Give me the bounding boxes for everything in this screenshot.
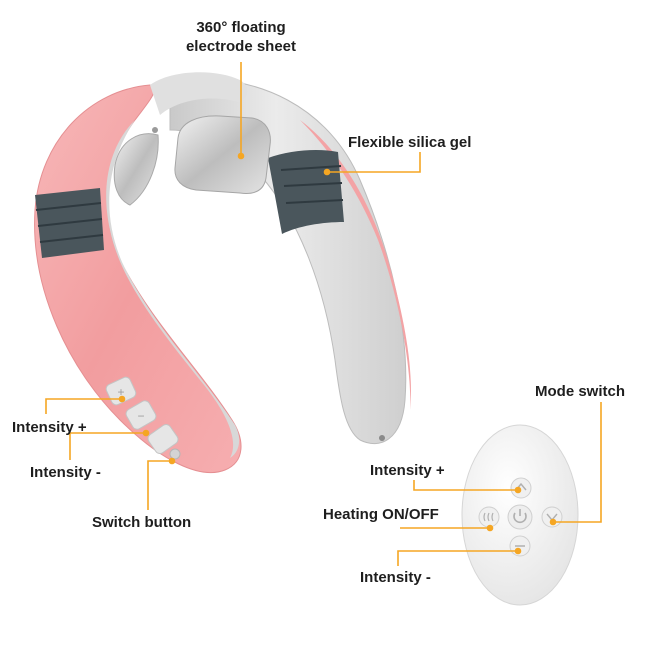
arm-hole [379,435,385,441]
heat-waves-icon [483,512,494,522]
electrode-label-line2: electrode sheet [185,38,297,55]
remote-heating-label: Heating ON/OFF [323,506,439,523]
device-switch-label: Switch button [92,514,192,531]
mode-switch-label: Mode switch [535,383,626,400]
silica-gel-label: Flexible silica gel [348,134,472,151]
device-power-icon [169,448,181,460]
remote-intensity-plus-label: Intensity + [370,462,445,479]
remote-control [461,424,579,606]
device-minus-icon: − [137,409,144,423]
callout-lines [45,62,602,566]
left-electrode [113,127,159,206]
device-button-panel: + − [105,376,181,460]
device-plus-icon: + [117,385,124,399]
device-intensity-plus-button[interactable] [105,376,138,407]
right-electrode [174,115,271,194]
remote-power-button[interactable] [507,504,533,530]
right-pink-edge [300,120,411,410]
device-intensity-plus-label: Intensity + [12,419,87,436]
power-icon [513,512,527,524]
device-intensity-minus-label: Intensity - [30,464,101,481]
left-silica-bands [35,188,104,258]
remote-heating-button[interactable] [478,506,500,528]
neck-massager: + − [34,72,411,474]
remote-intensity-minus-label: Intensity - [360,569,431,586]
device-intensity-minus-button[interactable] [124,399,158,431]
electrode-label-line1: 360° floating [196,19,286,36]
top-collar [150,72,248,115]
right-silica-bands [268,150,344,234]
device-switch-button[interactable] [146,423,180,456]
remote-intensity-plus-button[interactable] [510,477,532,499]
electrode-label: 360° floating electrode sheet [175,18,307,56]
